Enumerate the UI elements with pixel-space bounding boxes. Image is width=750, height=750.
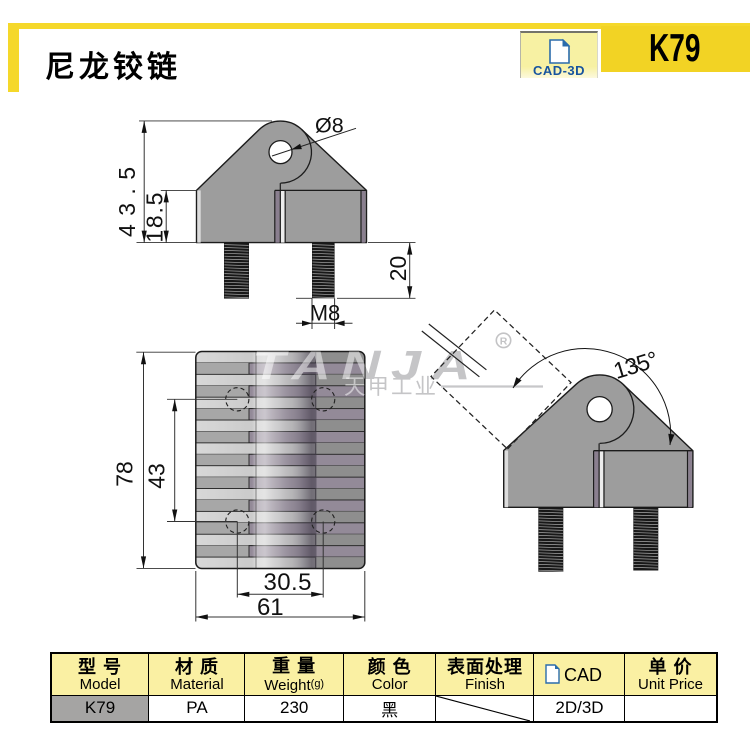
svg-text:61: 61	[257, 594, 284, 621]
svg-text:135°: 135°	[610, 346, 661, 384]
svg-text:30.5: 30.5	[264, 569, 312, 596]
svg-text:78: 78	[112, 461, 138, 487]
svg-text:20: 20	[385, 256, 411, 282]
svg-text:CAD: CAD	[564, 665, 602, 685]
svg-text:43: 43	[144, 463, 170, 489]
svg-text:TANJA: TANJA	[252, 343, 481, 388]
svg-text:18.5: 18.5	[142, 193, 168, 243]
svg-text:43.5: 43.5	[114, 167, 140, 237]
svg-text:M8: M8	[310, 301, 341, 326]
svg-text:CAD-3D: CAD-3D	[533, 63, 585, 77]
svg-text:R: R	[500, 336, 508, 348]
svg-text:天甲工业: 天甲工业	[344, 375, 438, 399]
